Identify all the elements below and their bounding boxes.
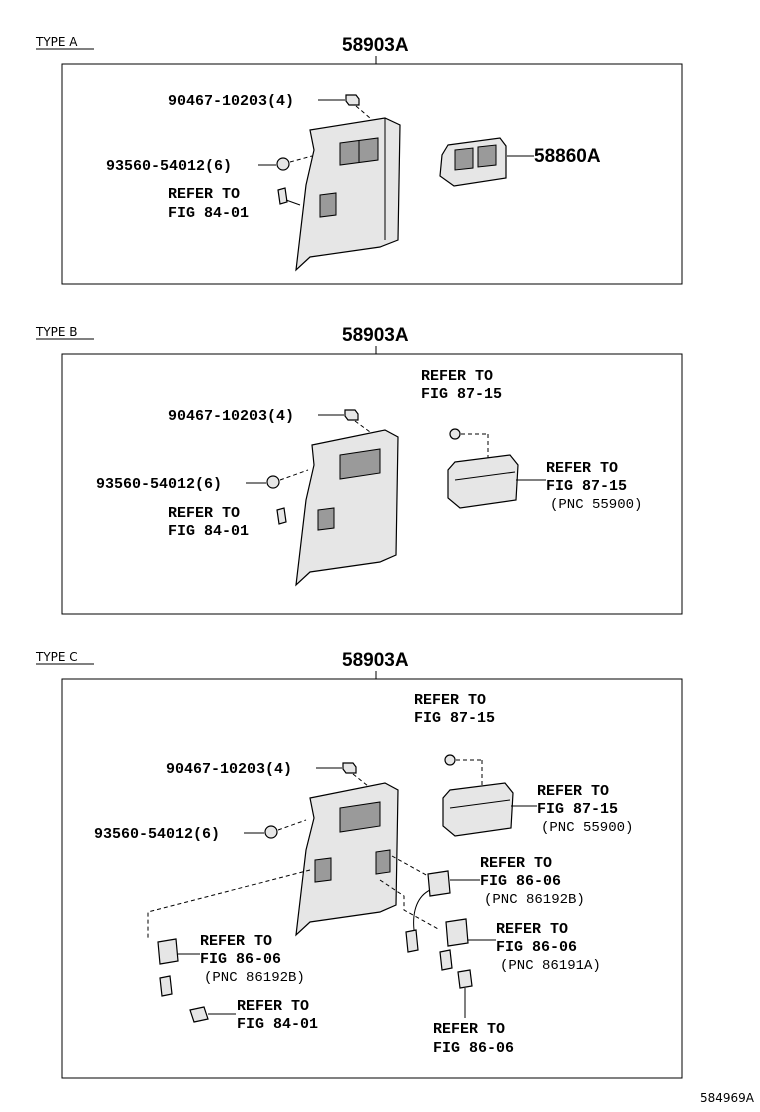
type-a-bracket — [277, 187, 288, 205]
type-c-screw — [264, 825, 278, 839]
type-c-bulb — [457, 969, 473, 989]
section-type-a: TYPE A 58903A 90467-10203(4) 93560-54012… — [35, 35, 683, 285]
type-c-switch-2-bulb — [439, 949, 453, 971]
type-b-unit-refer-label: REFER TO — [546, 460, 618, 477]
type-b-unit-detail — [454, 471, 516, 481]
type-c-clip — [342, 762, 357, 774]
diagram-reference-code: 584969A — [700, 1091, 755, 1105]
type-b-label: TYPE B — [35, 325, 78, 339]
type-c-unit-pnc-label: (PNC 55900) — [541, 820, 633, 836]
type-c-left-switch-opening — [314, 857, 332, 883]
type-b-top-refer-label: REFER TO — [421, 368, 493, 385]
type-b-console-panel — [295, 429, 399, 587]
type-b-bracket — [276, 507, 287, 525]
type-c-top-screw — [444, 754, 456, 766]
type-b-unit-fig-label: FIG 87-15 — [546, 478, 627, 495]
type-c-switch-1-pnc-label: (PNC 86192B) — [484, 892, 585, 908]
type-b-switch-opening — [317, 507, 335, 531]
type-c-left-switch — [157, 938, 179, 965]
type-b-screw — [266, 475, 280, 489]
type-c-switch-1 — [427, 870, 451, 897]
type-c-screw-label: 93560-54012(6) — [94, 826, 220, 843]
type-c-switch-2-pnc-label: (PNC 86191A) — [500, 958, 601, 974]
type-c-left-refer-label: REFER TO — [200, 933, 272, 950]
type-b-refer-label: REFER TO — [168, 505, 240, 522]
type-c-switch-2-refer-label: REFER TO — [496, 921, 568, 938]
type-c-assembly-number: 58903A — [342, 650, 409, 671]
type-a-vent-louver-right — [477, 144, 497, 168]
type-a-clip — [345, 94, 360, 106]
type-a-frame — [61, 63, 683, 285]
type-c-left-pnc-label: (PNC 86192B) — [204, 970, 305, 986]
type-a-screw — [276, 157, 290, 171]
type-c-top-fig-label: FIG 87-15 — [414, 710, 495, 727]
type-b-screw-label: 93560-54012(6) — [96, 476, 222, 493]
type-c-unit-fig-label: FIG 87-15 — [537, 801, 618, 818]
type-a-assembly-number: 58903A — [342, 35, 409, 56]
type-c-unit-detail — [449, 799, 511, 809]
type-a-label: TYPE A — [35, 35, 78, 49]
section-type-c: TYPE C 58903A REFER TO FIG 87-15 90467-1… — [35, 650, 683, 1079]
type-c-top-refer-label: REFER TO — [414, 692, 486, 709]
type-c-switch-2-dash — [379, 879, 441, 931]
type-a-refer-label: REFER TO — [168, 186, 240, 203]
type-c-climate-unit — [442, 782, 514, 837]
type-c-left-fig-label: FIG 86-06 — [200, 951, 281, 968]
type-c-switch-2 — [445, 918, 469, 947]
type-b-frame — [61, 353, 683, 615]
type-b-clip-label: 90467-10203(4) — [168, 408, 294, 425]
type-b-unit-pnc-label: (PNC 55900) — [550, 497, 642, 513]
type-b-top-screw — [449, 428, 461, 440]
type-c-left-switch-bulb — [159, 975, 173, 997]
type-b-top-fig-label: FIG 87-15 — [421, 386, 502, 403]
type-a-vent-number: 58860A — [534, 146, 601, 167]
type-c-screw-dash — [277, 819, 307, 831]
type-c-switch-1-refer-label: REFER TO — [480, 855, 552, 872]
type-a-vent-louver-left — [454, 147, 474, 171]
type-c-panel-opening — [339, 801, 381, 833]
type-b-climate-unit — [447, 454, 519, 509]
type-b-assembly-number: 58903A — [342, 325, 409, 346]
type-c-bulb-fig-label: FIG 86-06 — [433, 1040, 514, 1057]
type-c-bottom-fig-label: FIG 84-01 — [237, 1016, 318, 1033]
type-a-screw-label: 93560-54012(6) — [106, 158, 232, 175]
type-b-fig-label: FIG 84-01 — [168, 523, 249, 540]
type-a-clip-label: 90467-10203(4) — [168, 93, 294, 110]
type-b-clip — [344, 409, 359, 421]
type-c-frame — [61, 678, 683, 1079]
type-c-switch-1-wire — [413, 889, 431, 931]
type-b-panel-opening — [339, 448, 381, 480]
type-c-switch-1-fig-label: FIG 86-06 — [480, 873, 561, 890]
type-c-bottom-refer-label: REFER TO — [237, 998, 309, 1015]
type-c-clip-label: 90467-10203(4) — [166, 761, 292, 778]
type-c-bottom-bracket — [189, 1006, 209, 1023]
type-a-console-panel — [295, 117, 401, 272]
type-c-switch-2-fig-label: FIG 86-06 — [496, 939, 577, 956]
type-c-switch-1-bulb — [405, 929, 419, 953]
type-c-left-switch-dash — [147, 869, 311, 940]
type-a-fig-label: FIG 84-01 — [168, 205, 249, 222]
type-c-label: TYPE C — [35, 650, 78, 664]
type-a-screw-dash — [289, 155, 313, 163]
type-a-switch-opening — [319, 192, 337, 218]
type-c-clip-dash — [352, 773, 369, 787]
type-a-bracket-leader — [285, 199, 301, 206]
type-b-clip-dash — [354, 420, 371, 433]
type-b-screw-dash — [279, 469, 309, 481]
section-type-b: TYPE B 58903A REFER TO FIG 87-15 90467-1… — [35, 325, 683, 615]
type-a-clip-dash — [355, 105, 371, 119]
type-c-bulb-refer-label: REFER TO — [433, 1021, 505, 1038]
type-c-right-switch-opening — [375, 849, 391, 875]
type-c-unit-refer-label: REFER TO — [537, 783, 609, 800]
